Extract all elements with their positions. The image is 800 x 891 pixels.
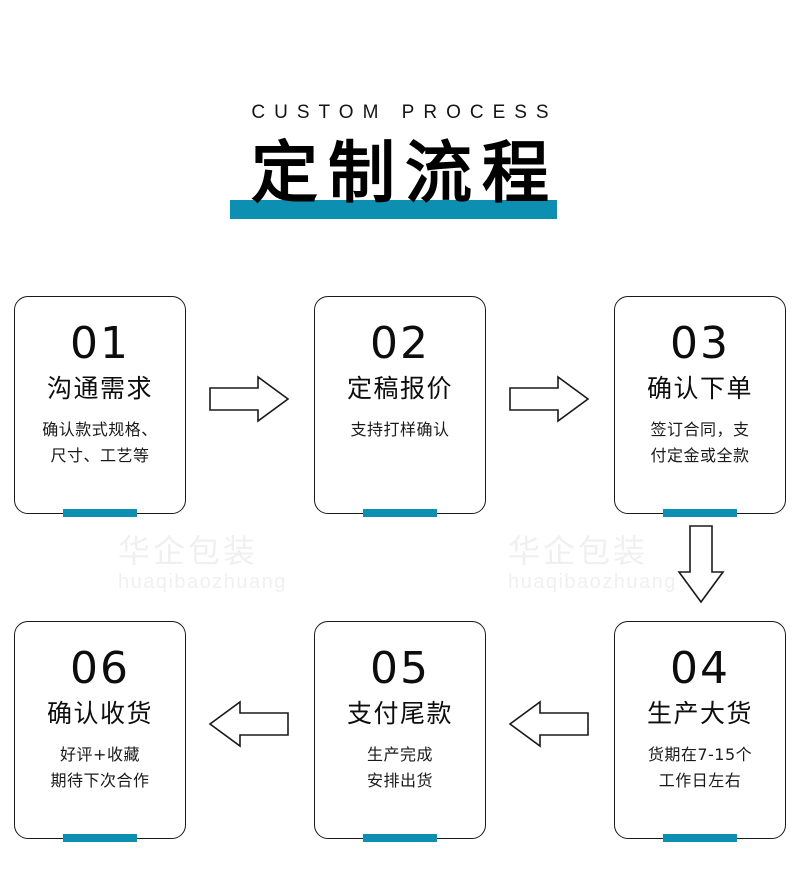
step-card-05[interactable]: 05 支付尾款 生产完成 安排出货 bbox=[314, 621, 486, 842]
step-number: 01 bbox=[70, 318, 130, 369]
watermark-en-text: huaqibaozhuang bbox=[118, 571, 287, 593]
step-description-line: 尺寸、工艺等 bbox=[50, 446, 150, 465]
step-number: 03 bbox=[670, 318, 730, 369]
step-title: 支付尾款 bbox=[346, 699, 453, 728]
step-description: 支持打样确认 bbox=[350, 417, 449, 443]
step-number: 04 bbox=[670, 643, 730, 694]
step-description-line: 签订合同，支 bbox=[650, 420, 750, 439]
step-card-02[interactable]: 02 定稿报价 支持打样确认 bbox=[314, 296, 486, 517]
step-accent-bar bbox=[363, 509, 437, 517]
step-description-line: 生产完成 bbox=[366, 745, 433, 764]
step-title: 确认收货 bbox=[46, 699, 153, 728]
step-description-line: 工作日左右 bbox=[658, 771, 742, 790]
step-description-line: 好评+收藏 bbox=[60, 745, 140, 764]
step-description-line: 安排出货 bbox=[366, 771, 433, 790]
watermark-left: 华企包装 huaqibaozhuang bbox=[118, 532, 287, 594]
step-number: 02 bbox=[370, 318, 430, 369]
step-description: 确认款式规格、 尺寸、工艺等 bbox=[42, 417, 158, 469]
step-accent-bar bbox=[663, 509, 737, 517]
step-title: 生产大货 bbox=[646, 699, 753, 728]
header-underline-bar bbox=[230, 200, 557, 219]
arrow-left-icon bbox=[208, 699, 290, 749]
step-description-line: 支持打样确认 bbox=[350, 420, 450, 439]
step-description-line: 期待下次合作 bbox=[50, 771, 150, 790]
step-accent-bar bbox=[63, 509, 137, 517]
step-number: 05 bbox=[370, 643, 430, 694]
step-description-line: 付定金或全款 bbox=[650, 446, 750, 465]
page-title: 定制流程 bbox=[251, 134, 559, 212]
step-accent-bar bbox=[363, 834, 437, 842]
step-description: 货期在7-15个 工作日左右 bbox=[648, 742, 752, 794]
watermark-cn-text: 华企包装 bbox=[118, 532, 259, 570]
arrow-right-icon bbox=[208, 374, 290, 424]
step-accent-bar bbox=[663, 834, 737, 842]
step-description: 生产完成 安排出货 bbox=[367, 742, 433, 794]
arrow-down-icon bbox=[676, 524, 726, 604]
step-title: 确认下单 bbox=[646, 374, 753, 403]
watermark-en-text: huaqibaozhuang bbox=[508, 571, 677, 593]
arrow-left-icon bbox=[508, 699, 590, 749]
step-description-line: 货期在7-15个 bbox=[647, 745, 753, 764]
page-header: CUSTOM PROCESS 定制流程 bbox=[0, 0, 800, 250]
step-title: 定稿报价 bbox=[346, 374, 453, 403]
step-description: 签订合同，支 付定金或全款 bbox=[650, 417, 749, 469]
arrow-right-icon bbox=[508, 374, 590, 424]
header-eyebrow: CUSTOM PROCESS bbox=[251, 102, 558, 123]
step-description-line: 确认款式规格、 bbox=[42, 420, 158, 439]
watermark-right: 华企包装 huaqibaozhuang bbox=[508, 532, 677, 594]
watermark-cn-text: 华企包装 bbox=[508, 532, 649, 570]
step-card-03[interactable]: 03 确认下单 签订合同，支 付定金或全款 bbox=[614, 296, 786, 517]
step-card-01[interactable]: 01 沟通需求 确认款式规格、 尺寸、工艺等 bbox=[14, 296, 186, 517]
step-title: 沟通需求 bbox=[46, 374, 153, 403]
step-description: 好评+收藏 期待下次合作 bbox=[50, 742, 149, 794]
step-number: 06 bbox=[70, 643, 130, 694]
step-accent-bar bbox=[63, 834, 137, 842]
step-card-06[interactable]: 06 确认收货 好评+收藏 期待下次合作 bbox=[14, 621, 186, 842]
step-card-04[interactable]: 04 生产大货 货期在7-15个 工作日左右 bbox=[614, 621, 786, 842]
